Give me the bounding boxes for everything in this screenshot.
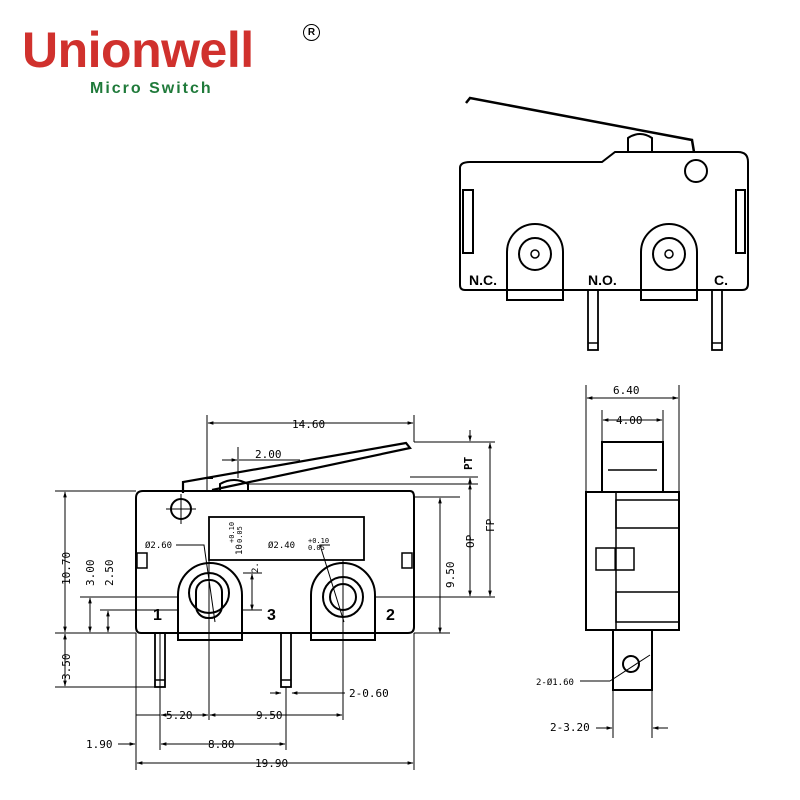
front-view-body (135, 490, 415, 634)
top-view-drawing (459, 96, 749, 351)
pin-label-2: 2 (386, 607, 395, 624)
side-view-drawing (585, 441, 680, 691)
dim-hole-left-dia: Ø2.60 (145, 540, 172, 551)
side-view-pin-hole (622, 655, 640, 673)
dim-2-3-20: 2-3.20 (550, 721, 590, 734)
front-view-actuator (219, 479, 249, 492)
brand-name: Unionwell (22, 22, 254, 78)
front-view-terminal-2 (310, 562, 376, 641)
registered-mark-icon: R (303, 24, 320, 41)
label-nc: N.C. (469, 272, 497, 288)
dim-hole-right-dia: Ø2.40 (268, 540, 295, 551)
dim-2-50: 2.50 (103, 560, 116, 587)
brand-tagline: Micro Switch (90, 80, 213, 97)
dim-3-00: 3.00 (84, 560, 97, 587)
dim-14-60: 14.60 (292, 418, 325, 431)
dim-spacing-10-tol-minus: 0.05 (236, 526, 244, 543)
side-view-body (585, 491, 680, 631)
dim-9-50-spacing: 9.50 (256, 709, 283, 722)
dim-9-50-height: 9.50 (444, 562, 457, 589)
dim-3-50: 3.50 (60, 654, 73, 681)
side-view-actuator (601, 441, 664, 493)
front-view-drawing (135, 441, 415, 688)
front-view-pin-3 (280, 632, 292, 688)
top-view-lever (465, 96, 696, 153)
dim-hole-right-tol-minus: 0.05 (308, 544, 325, 552)
dim-5-20: 5.20 (166, 709, 193, 722)
dim-2-00: 2.00 (255, 448, 282, 461)
front-view-dimension-lines (55, 415, 495, 770)
pin-label-1: 1 (153, 607, 162, 624)
dim-19-90: 19.90 (255, 757, 288, 770)
dim-8-80: 8.80 (208, 738, 235, 751)
top-view-pin-no (587, 289, 599, 351)
dim-spacing-10: 10 (235, 544, 245, 555)
top-view-mounting-hole (684, 159, 708, 183)
dim-1-90: 1.90 (86, 738, 113, 751)
dim-fp: FP (484, 518, 497, 532)
dim-pin-width: 2-0.60 (349, 687, 389, 700)
dim-2-dia-1-60: 2-Ø1.60 (536, 677, 574, 688)
top-view-actuator (627, 133, 653, 152)
top-view-terminal-right (640, 223, 698, 301)
top-view-pin-c (711, 289, 723, 351)
dim-hole-center: 2. (251, 562, 261, 573)
pin-label-3: 3 (267, 607, 276, 624)
side-view-pin-tab (612, 629, 653, 691)
side-view-dimension-lines (580, 385, 680, 738)
top-view-body (459, 151, 749, 291)
dim-pt: PT (462, 456, 475, 470)
dim-hole-right-tol-plus: +0.10 (308, 537, 329, 545)
dim-op: OP (464, 534, 477, 548)
label-c: C. (714, 272, 728, 288)
front-view-terminal-1 (177, 562, 243, 641)
dim-4-00: 4.00 (616, 414, 643, 427)
dim-6-40: 6.40 (613, 384, 640, 397)
label-no: N.O. (588, 272, 617, 288)
brand-logo: Unionwell R Micro Switch (22, 20, 342, 110)
dim-spacing-10-tol-plus: +0.10 (228, 522, 236, 543)
dim-10-70: 10.70 (60, 552, 73, 585)
front-view-lever (181, 441, 412, 493)
front-view-window (208, 516, 365, 561)
top-view-terminal-left (506, 223, 564, 301)
